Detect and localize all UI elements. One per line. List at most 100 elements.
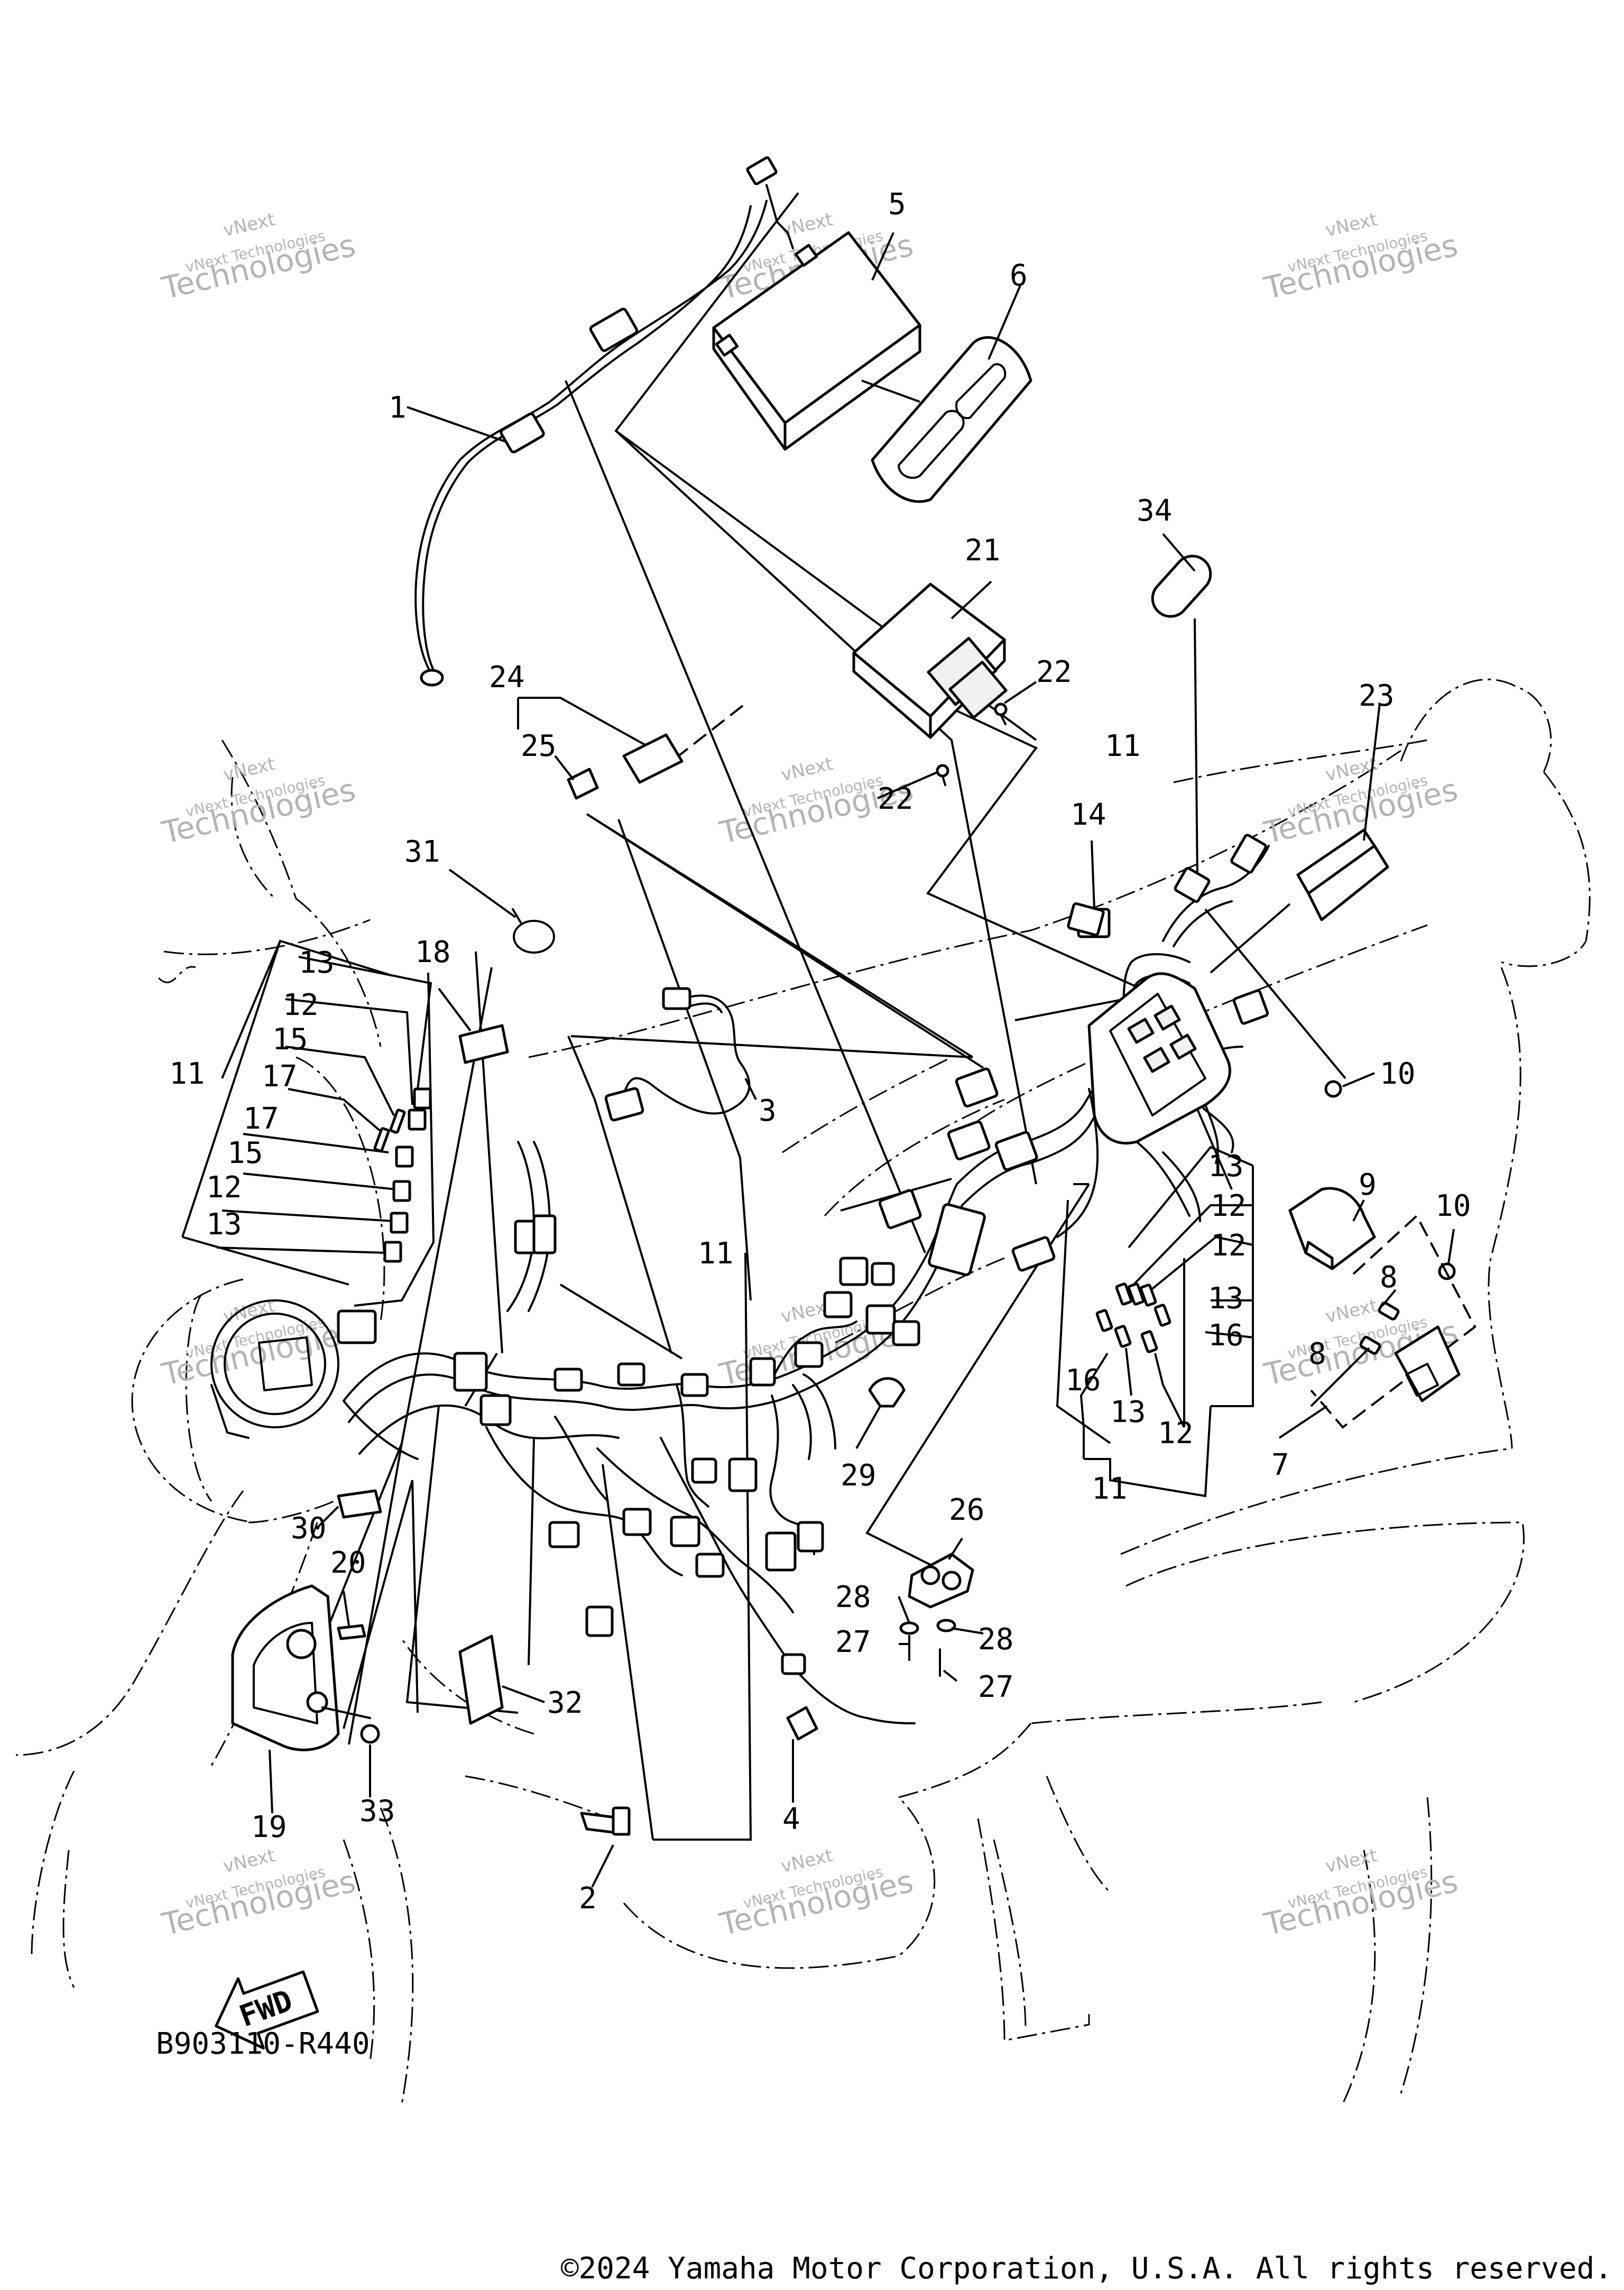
callout-1: 1 <box>389 391 407 425</box>
part-22-bolts <box>877 681 1037 799</box>
assembly-lines <box>295 192 1346 1841</box>
callout-16b: 16 <box>1065 1363 1101 1398</box>
svg-text:Technologies: Technologies <box>158 227 358 306</box>
callout-28b: 28 <box>978 1622 1013 1657</box>
part-34-cap <box>1151 533 1212 878</box>
callout-5: 5 <box>888 187 906 221</box>
callout-12d: 12 <box>1211 1229 1246 1263</box>
callout-10b: 10 <box>1435 1189 1471 1223</box>
callout-7: 7 <box>1271 1448 1289 1482</box>
callout-11b: 11 <box>169 1057 205 1091</box>
callout-14: 14 <box>1071 798 1106 832</box>
part-14-connector <box>1067 840 1105 937</box>
callout-28a: 28 <box>835 1580 871 1614</box>
callout-9: 9 <box>1359 1168 1377 1202</box>
part-9-cover <box>1288 1187 1376 1270</box>
callout-33: 33 <box>359 1794 395 1829</box>
part-24-25-coupler <box>517 697 684 800</box>
callout-22b: 22 <box>878 782 913 816</box>
part-29-clamp <box>855 1377 906 1449</box>
callout-13c: 13 <box>1208 1149 1243 1184</box>
diagram-code: B903110-R440 <box>156 2027 370 2061</box>
svg-text:Technologies: Technologies <box>158 1313 358 1392</box>
motorcycle-phantom-outline <box>15 678 1591 2104</box>
callout-15a: 15 <box>272 1022 308 1057</box>
callout-34: 34 <box>1137 494 1172 528</box>
callout-10a: 10 <box>1380 1057 1415 1091</box>
svg-text:Technologies: Technologies <box>1260 227 1461 306</box>
svg-text:vNext: vNext <box>1323 1845 1379 1877</box>
part-23-relay <box>1210 703 1389 974</box>
fuse-group-left <box>181 939 432 1286</box>
part-11-wire-harness <box>343 834 1270 1637</box>
callout-30: 30 <box>291 1511 326 1546</box>
part-5-battery <box>712 231 921 451</box>
callout-12e: 12 <box>1158 1416 1193 1451</box>
callout-16a: 16 <box>1208 1318 1243 1353</box>
headlight-assembly <box>210 1299 419 1460</box>
callout-25: 25 <box>521 729 556 763</box>
callout-15b: 15 <box>227 1136 263 1170</box>
part-26-sensor <box>898 1537 984 1682</box>
part-7-8-starter-relay <box>1278 1214 1477 1439</box>
svg-text:vNext: vNext <box>1323 209 1379 241</box>
callout-11a: 11 <box>1105 729 1140 763</box>
callout-11d: 11 <box>1092 1472 1127 1506</box>
svg-text:Technologies: Technologies <box>1260 1863 1461 1942</box>
svg-text:vNext: vNext <box>779 753 835 786</box>
fuse-group-right <box>1056 1146 1254 1498</box>
callout-4: 4 <box>782 1802 800 1836</box>
callout-13d: 13 <box>1208 1281 1243 1316</box>
callout-8b: 8 <box>1308 1337 1326 1371</box>
part-2-sensor <box>580 1806 631 1888</box>
svg-text:vNext: vNext <box>779 209 835 241</box>
copyright-line: ©2024 Yamaha Motor Corporation, U.S.A. A… <box>561 2251 1612 2286</box>
callout-12c: 12 <box>1211 1189 1246 1223</box>
callout-17b: 17 <box>243 1102 279 1136</box>
svg-text:Technologies: Technologies <box>158 1863 358 1942</box>
svg-text:vNext: vNext <box>221 209 277 241</box>
part-1-battery-lead <box>407 156 794 687</box>
callout-12a: 12 <box>283 988 318 1022</box>
callout-27a: 27 <box>835 1625 871 1659</box>
callout-8a: 8 <box>1380 1260 1398 1295</box>
svg-text:vNext: vNext <box>779 1845 835 1877</box>
callout-13e: 13 <box>1110 1395 1146 1429</box>
svg-text:Technologies: Technologies <box>716 1863 916 1942</box>
callout-22a: 22 <box>1036 655 1072 689</box>
callout-31: 31 <box>404 835 440 869</box>
callout-32: 32 <box>547 1686 583 1720</box>
callout-3: 3 <box>759 1094 777 1128</box>
part-3-sub-lead <box>604 987 757 1122</box>
callout-11c: 11 <box>698 1236 733 1271</box>
part-4-sensor-lead <box>660 1437 916 1803</box>
part-30-clip <box>316 1489 382 1529</box>
callout-21: 21 <box>965 533 1000 568</box>
callout-13a: 13 <box>299 946 334 980</box>
callout-6: 6 <box>1010 258 1028 293</box>
callout-27b: 27 <box>978 1670 1013 1704</box>
svg-text:vNext: vNext <box>1323 1295 1379 1327</box>
part-19-cover <box>231 1584 380 1814</box>
callout-labels: 1 2 3 4 5 6 7 8 8 9 10 10 11 11 11 11 12… <box>169 187 1471 1916</box>
svg-text:vNext: vNext <box>221 753 277 786</box>
svg-text:vNext: vNext <box>221 1845 277 1877</box>
part-21-ecu <box>852 580 1008 739</box>
callout-17a: 17 <box>262 1059 297 1094</box>
callout-24: 24 <box>489 660 524 695</box>
callout-2: 2 <box>579 1881 597 1916</box>
callout-19: 19 <box>251 1810 287 1844</box>
callout-18: 18 <box>415 935 450 969</box>
callout-23: 23 <box>1359 679 1394 713</box>
callout-29: 29 <box>841 1458 876 1493</box>
callout-12b: 12 <box>206 1170 242 1205</box>
part-32-module <box>458 1635 545 1725</box>
part-31-clamp <box>448 869 555 954</box>
part-18-connector <box>438 987 509 1064</box>
part-6-battery-cover <box>871 285 1032 503</box>
callout-13b: 13 <box>206 1207 242 1242</box>
callout-20: 20 <box>330 1546 366 1580</box>
svg-text:Technologies: Technologies <box>158 771 358 851</box>
callout-26: 26 <box>949 1493 984 1527</box>
